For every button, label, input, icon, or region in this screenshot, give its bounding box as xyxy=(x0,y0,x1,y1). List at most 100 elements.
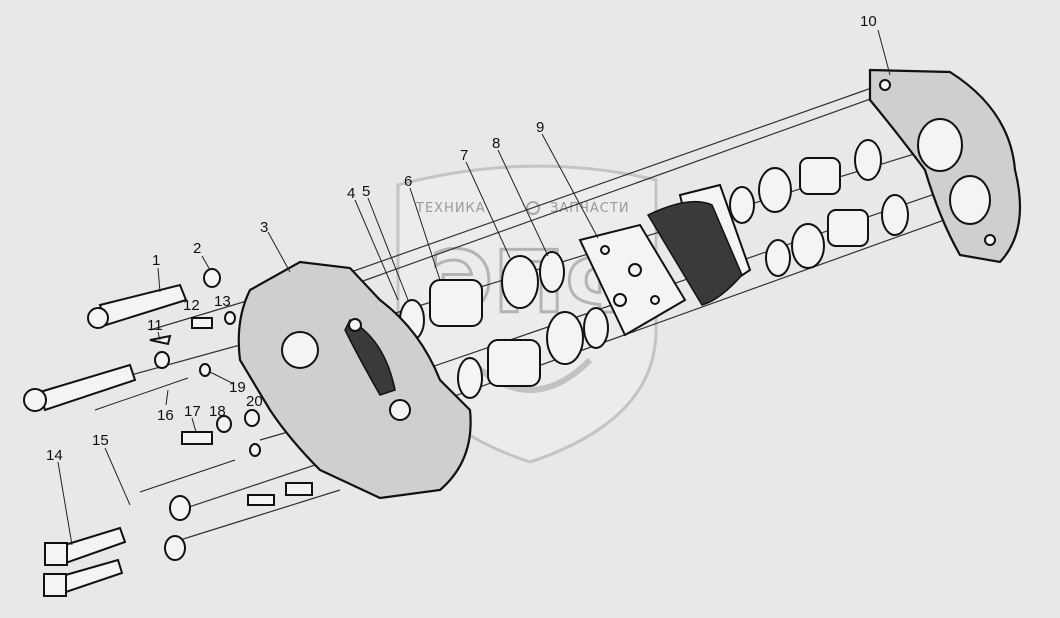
callout-6: 6 xyxy=(404,173,412,190)
callout-11: 11 xyxy=(147,317,163,334)
watermark-line1: ТЕХНИКА xyxy=(415,201,486,216)
part-7-ring xyxy=(501,255,539,309)
bolt-hole xyxy=(879,79,891,91)
part-left-fasteners xyxy=(23,268,313,597)
callout-13: 13 xyxy=(214,293,231,310)
watermark-line2: ЗАПЧАСТИ xyxy=(550,201,630,216)
seal-ring xyxy=(765,239,791,277)
watermark-wheat-icon xyxy=(467,357,593,393)
leader-line xyxy=(201,255,211,271)
leader-line xyxy=(497,149,549,257)
callout-2: 2 xyxy=(193,240,201,257)
long-bolt-head xyxy=(23,388,47,412)
callout-4: 4 xyxy=(347,185,355,202)
washer xyxy=(249,443,261,457)
leader-line xyxy=(209,371,235,385)
cover-boss xyxy=(281,331,319,369)
leader-lines xyxy=(57,29,891,546)
leader-line xyxy=(165,389,169,406)
plate-hole xyxy=(650,295,660,305)
leader-line xyxy=(57,461,73,546)
cover-recess xyxy=(344,318,396,396)
callout-19: 19 xyxy=(229,379,246,396)
part-gear-train xyxy=(646,139,909,306)
pin xyxy=(285,482,313,496)
leader-line xyxy=(354,199,399,301)
bearing-ring xyxy=(546,311,584,365)
part-17-pin xyxy=(181,431,213,445)
leader-line xyxy=(465,161,511,259)
axis-line xyxy=(179,489,341,541)
axis-line xyxy=(309,91,891,301)
callout-labels: 1 2 3 4 5 6 7 8 9 10 11 12 13 14 15 16 1… xyxy=(46,13,877,464)
callout-18: 18 xyxy=(209,403,226,420)
part-right-housing xyxy=(868,68,1022,264)
seal-ring xyxy=(583,307,609,349)
seal-ring xyxy=(881,194,909,236)
roller-bearing xyxy=(827,209,869,247)
part-3-cover xyxy=(237,260,472,500)
bearing-ring xyxy=(791,223,825,269)
axis-line xyxy=(299,84,881,291)
callout-1: 1 xyxy=(152,252,160,269)
pin xyxy=(247,494,275,506)
callout-7: 7 xyxy=(460,147,468,164)
part-12-pin xyxy=(191,317,213,329)
part-20-washer xyxy=(244,409,260,427)
bearing-ring xyxy=(758,167,792,213)
bolt-head xyxy=(43,573,67,597)
plate-hole xyxy=(628,263,642,277)
leader-line xyxy=(541,133,599,239)
part-14-bolt-head xyxy=(44,542,68,566)
cover-boss xyxy=(389,399,411,421)
plate-hole xyxy=(600,245,610,255)
bolt-hole xyxy=(348,318,362,332)
watermark-gear-icon xyxy=(526,201,540,215)
washer xyxy=(154,351,170,369)
part-9-plate xyxy=(578,223,687,337)
roller-bearing xyxy=(799,157,841,195)
callout-3: 3 xyxy=(260,219,268,236)
part-2-washer xyxy=(203,268,221,288)
part-8-ring xyxy=(539,251,565,293)
cover-body xyxy=(237,260,472,500)
part-13-washer xyxy=(224,311,236,325)
leader-line xyxy=(267,231,291,273)
callout-14: 14 xyxy=(46,447,63,464)
washer xyxy=(164,535,186,561)
leader-line xyxy=(191,417,197,433)
part-19-ring xyxy=(199,363,211,377)
part-1-bolt xyxy=(98,283,188,327)
seal-ring xyxy=(729,186,755,224)
part-4-8-bearings xyxy=(399,251,609,399)
leader-line xyxy=(367,197,409,301)
callout-9: 9 xyxy=(536,119,544,136)
leader-line xyxy=(409,187,441,281)
callout-10: 10 xyxy=(860,13,877,30)
leader-line xyxy=(157,331,161,341)
part-1-bolt-head xyxy=(87,307,109,329)
part-18-nut xyxy=(216,415,232,433)
callout-17: 17 xyxy=(184,403,201,420)
callout-20: 20 xyxy=(246,393,263,410)
axis-line xyxy=(179,459,331,511)
plate-hole xyxy=(613,293,627,307)
roller-bearing xyxy=(487,339,541,387)
leader-line xyxy=(104,447,131,506)
callout-8: 8 xyxy=(492,135,500,152)
large-gear-teeth xyxy=(646,200,743,306)
seal-ring xyxy=(854,139,882,181)
seal-ring xyxy=(457,357,483,399)
callout-12: 12 xyxy=(183,297,200,314)
part-6-bearing xyxy=(429,279,483,327)
housing-bore xyxy=(949,175,991,225)
callout-15: 15 xyxy=(92,432,109,449)
washer xyxy=(169,495,191,521)
part-15-rod xyxy=(139,459,236,493)
part-16-rod xyxy=(94,377,189,411)
callout-5: 5 xyxy=(362,183,370,200)
leader-line xyxy=(877,29,891,76)
callout-16: 16 xyxy=(157,407,174,424)
